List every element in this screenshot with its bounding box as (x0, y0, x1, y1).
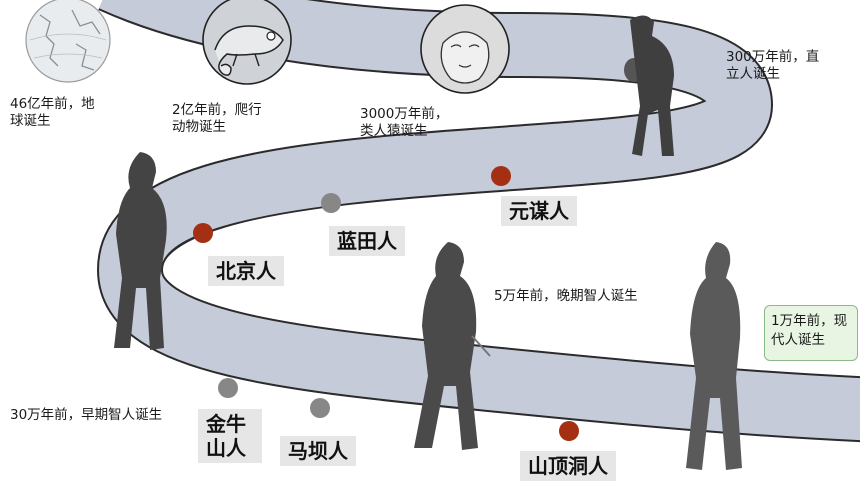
hominid-figure-icon (686, 242, 742, 470)
hominid-figure-icon (114, 152, 167, 350)
milestone-erectus: 300万年前，直立人诞生 (726, 49, 820, 82)
site-label-maba: 马坝人 (280, 436, 356, 466)
ape-face-icon (420, 4, 510, 94)
milestone-modern-text: 1万年前，现代人诞生 (771, 313, 848, 348)
site-label-beijing: 北京人 (208, 256, 284, 286)
hominid-figure-icon (624, 15, 674, 157)
site-dot-jinniushan (218, 378, 238, 398)
chameleon-icon (202, 0, 292, 85)
site-dot-shandingdong (559, 421, 579, 441)
site-label-lantian: 蓝田人 (329, 226, 405, 256)
site-dot-yuanmou (491, 166, 511, 186)
site-dot-beijing (193, 223, 213, 243)
globe-icon (25, 0, 111, 83)
milestone-modern: 1万年前，现代人诞生 (764, 305, 858, 361)
milestone-early-sapiens: 30万年前，早期智人诞生 (10, 407, 163, 423)
hominid-figure-icon (414, 242, 491, 450)
milestone-ape: 3000万年前，类人猿诞生 (360, 106, 449, 139)
site-dot-lantian (321, 193, 341, 213)
site-dot-maba (310, 398, 330, 418)
milestone-reptile: 2亿年前，爬行动物诞生 (172, 102, 262, 135)
milestone-late-sapiens: 5万年前，晚期智人诞生 (494, 288, 638, 304)
site-label-yuanmou: 元谋人 (501, 196, 577, 226)
milestone-earth: 46亿年前，地球诞生 (10, 96, 95, 129)
site-label-shandingdong: 山顶洞人 (520, 451, 616, 481)
site-label-jinniushan: 金牛山人 (198, 409, 262, 463)
